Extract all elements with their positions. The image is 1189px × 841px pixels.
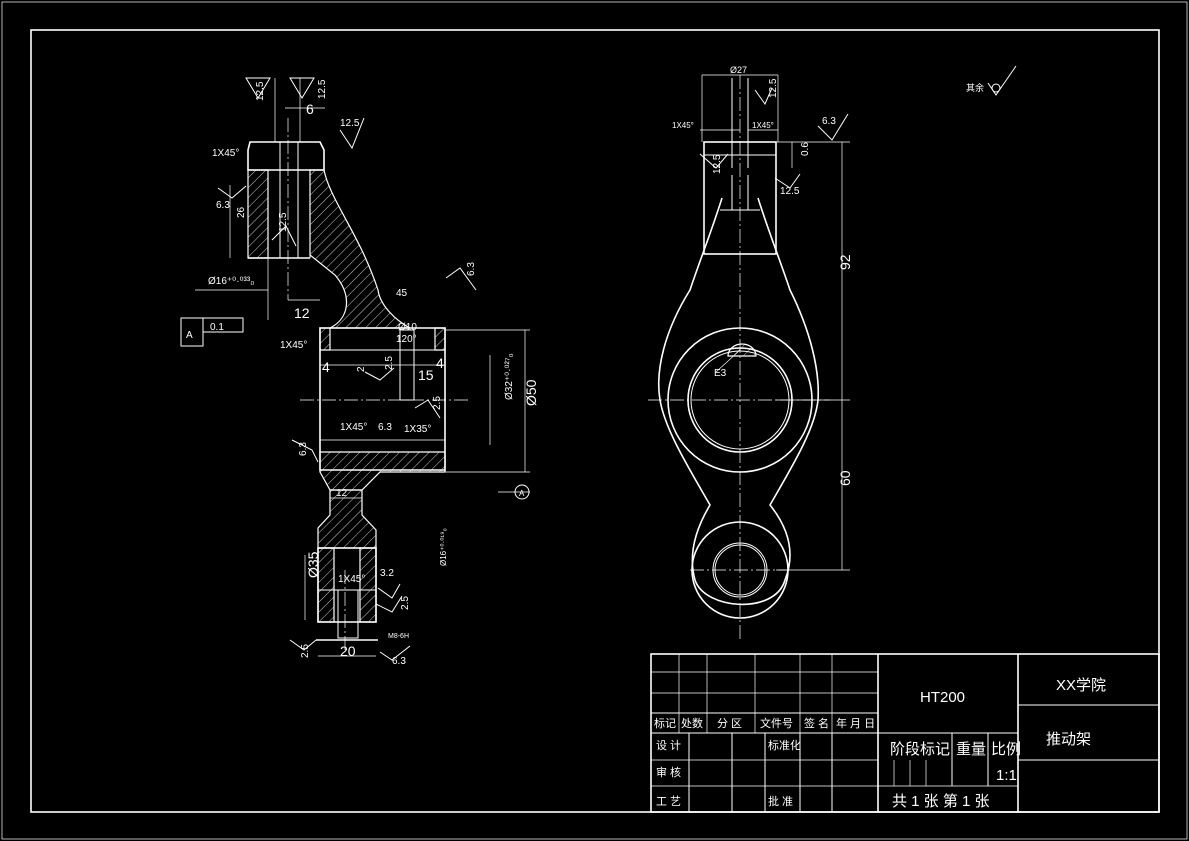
datum-circle-label: A — [519, 489, 525, 498]
dim-roughness: 6.3 — [392, 656, 406, 667]
dim-roughness: 2.5 — [400, 596, 411, 610]
dim-roughness: 6.3 — [378, 422, 392, 433]
dim-width: 6 — [306, 101, 314, 117]
rev-header-zone: 分 区 — [717, 717, 742, 730]
dim-chamfer: 1X45° — [672, 121, 694, 130]
dim-width: 12 — [294, 305, 310, 321]
dim-roughness: 2.5 — [384, 356, 395, 370]
dim-width: 4 — [322, 359, 330, 375]
dim-roughness: 2.5 — [432, 396, 443, 410]
dim-roughness: 6.3 — [466, 262, 477, 276]
rev-header-mark: 标记 — [654, 716, 676, 730]
dim-roughness: 12.5 — [317, 79, 328, 99]
roughness-note: 其余 — [966, 65, 1017, 96]
left-section-view: 12.5 12.5 6 12.5 1X45° 6.3 26 12.5 Ø16⁺⁰… — [180, 77, 539, 667]
dim-diameter: Ø16⁺⁰·⁰¹⁹₀ — [439, 528, 448, 566]
dim-chamfer: 1X45° — [280, 340, 307, 351]
dim-chamfer: 1X45° — [338, 574, 365, 585]
dim-chamfer: 1X35° — [404, 424, 431, 435]
dim-height: 92 — [837, 254, 853, 270]
dim-width: 45 — [396, 288, 408, 299]
dim-chamfer: 1X45° — [752, 121, 774, 130]
roughness-symbol-icon — [987, 65, 1017, 96]
dim-roughness: 6.3 — [216, 200, 230, 211]
dim-diameter: Ø27 — [730, 65, 747, 75]
dim-diameter: Ø50 — [523, 379, 539, 406]
standardization-label: 标准化 — [768, 738, 801, 752]
dim-width: 12 — [336, 488, 348, 499]
dim-width: 4 — [436, 355, 444, 371]
dim-chamfer: 1X45° — [340, 422, 367, 433]
dim-width: 20 — [340, 643, 356, 659]
review-label: 审 核 — [656, 765, 681, 779]
dim-diameter: Ø32⁺⁰·⁰²⁷₀ — [504, 353, 515, 400]
dim-roughness: 6.3 — [298, 442, 309, 456]
tolerance-value: 0.1 — [210, 322, 224, 333]
right-front-view: Ø27 12.5 1X45° 1X45° 6.3 12.5 0.6 12.5 9… — [648, 65, 853, 640]
dim-roughness: 12.5 — [278, 212, 289, 232]
roughness-note-text: 其余 — [966, 82, 984, 93]
rev-header-sign: 签 名 — [804, 716, 829, 730]
dim-roughness: 12.5 — [255, 81, 266, 101]
rev-header-doc: 文件号 — [760, 716, 793, 730]
part-name: 推动架 — [1046, 731, 1091, 748]
stage-mark-label: 阶段标记 — [890, 741, 950, 758]
material-label: HT200 — [920, 689, 965, 706]
rev-header-date: 年 月 日 — [836, 716, 875, 730]
dim-radius: E3 — [714, 368, 727, 379]
dim-width: 15 — [418, 367, 434, 383]
inner-border — [30, 29, 1160, 813]
dim-width: 0.6 — [800, 142, 811, 156]
revision-header-row: 标记 处数 分 区 文件号 签 名 年 月 日 — [654, 716, 875, 730]
dim-roughness: 6.3 — [822, 116, 836, 127]
scale-value: 1:1 — [996, 767, 1017, 784]
dim-roughness: 12.5 — [340, 118, 360, 129]
dim-diameter: Ø10 — [398, 322, 417, 333]
approve-label: 批 准 — [768, 794, 793, 808]
datum-circle-icon — [514, 484, 530, 500]
dim-chamfer: 1X45° — [212, 148, 239, 159]
process-label: 工 艺 — [656, 795, 681, 808]
dim-width: 2 — [356, 366, 367, 372]
dim-height: 26 — [236, 206, 247, 218]
design-label: 设 计 — [656, 739, 681, 752]
dim-roughness: 2.5 — [300, 644, 311, 658]
weight-label: 重量 — [956, 741, 986, 758]
title-block: HT200 XX学院 推动架 标记 处数 分 区 文件号 签 名 年 月 日 设… — [650, 653, 1160, 813]
school-name: XX学院 — [1056, 676, 1106, 694]
rev-header-count: 处数 — [681, 717, 703, 730]
dim-diameter: Ø35 — [305, 551, 321, 578]
dim-height: 60 — [837, 470, 853, 486]
sheet-count: 共 1 张 第 1 张 — [892, 792, 990, 810]
dim-roughness: 12.5 — [768, 78, 779, 98]
dim-thread: M8-6H — [388, 633, 409, 640]
keyway-section — [727, 343, 757, 357]
dim-roughness: 3.2 — [380, 568, 394, 579]
scale-label: 比例 — [991, 741, 1021, 758]
dim-roughness: 12.5 — [712, 154, 723, 174]
dim-diameter: Ø16⁺⁰·⁰³³₀ — [208, 276, 254, 287]
dim-angle: 120° — [396, 334, 417, 345]
datum-label: A — [186, 330, 193, 341]
dim-roughness: 12.5 — [780, 186, 800, 197]
